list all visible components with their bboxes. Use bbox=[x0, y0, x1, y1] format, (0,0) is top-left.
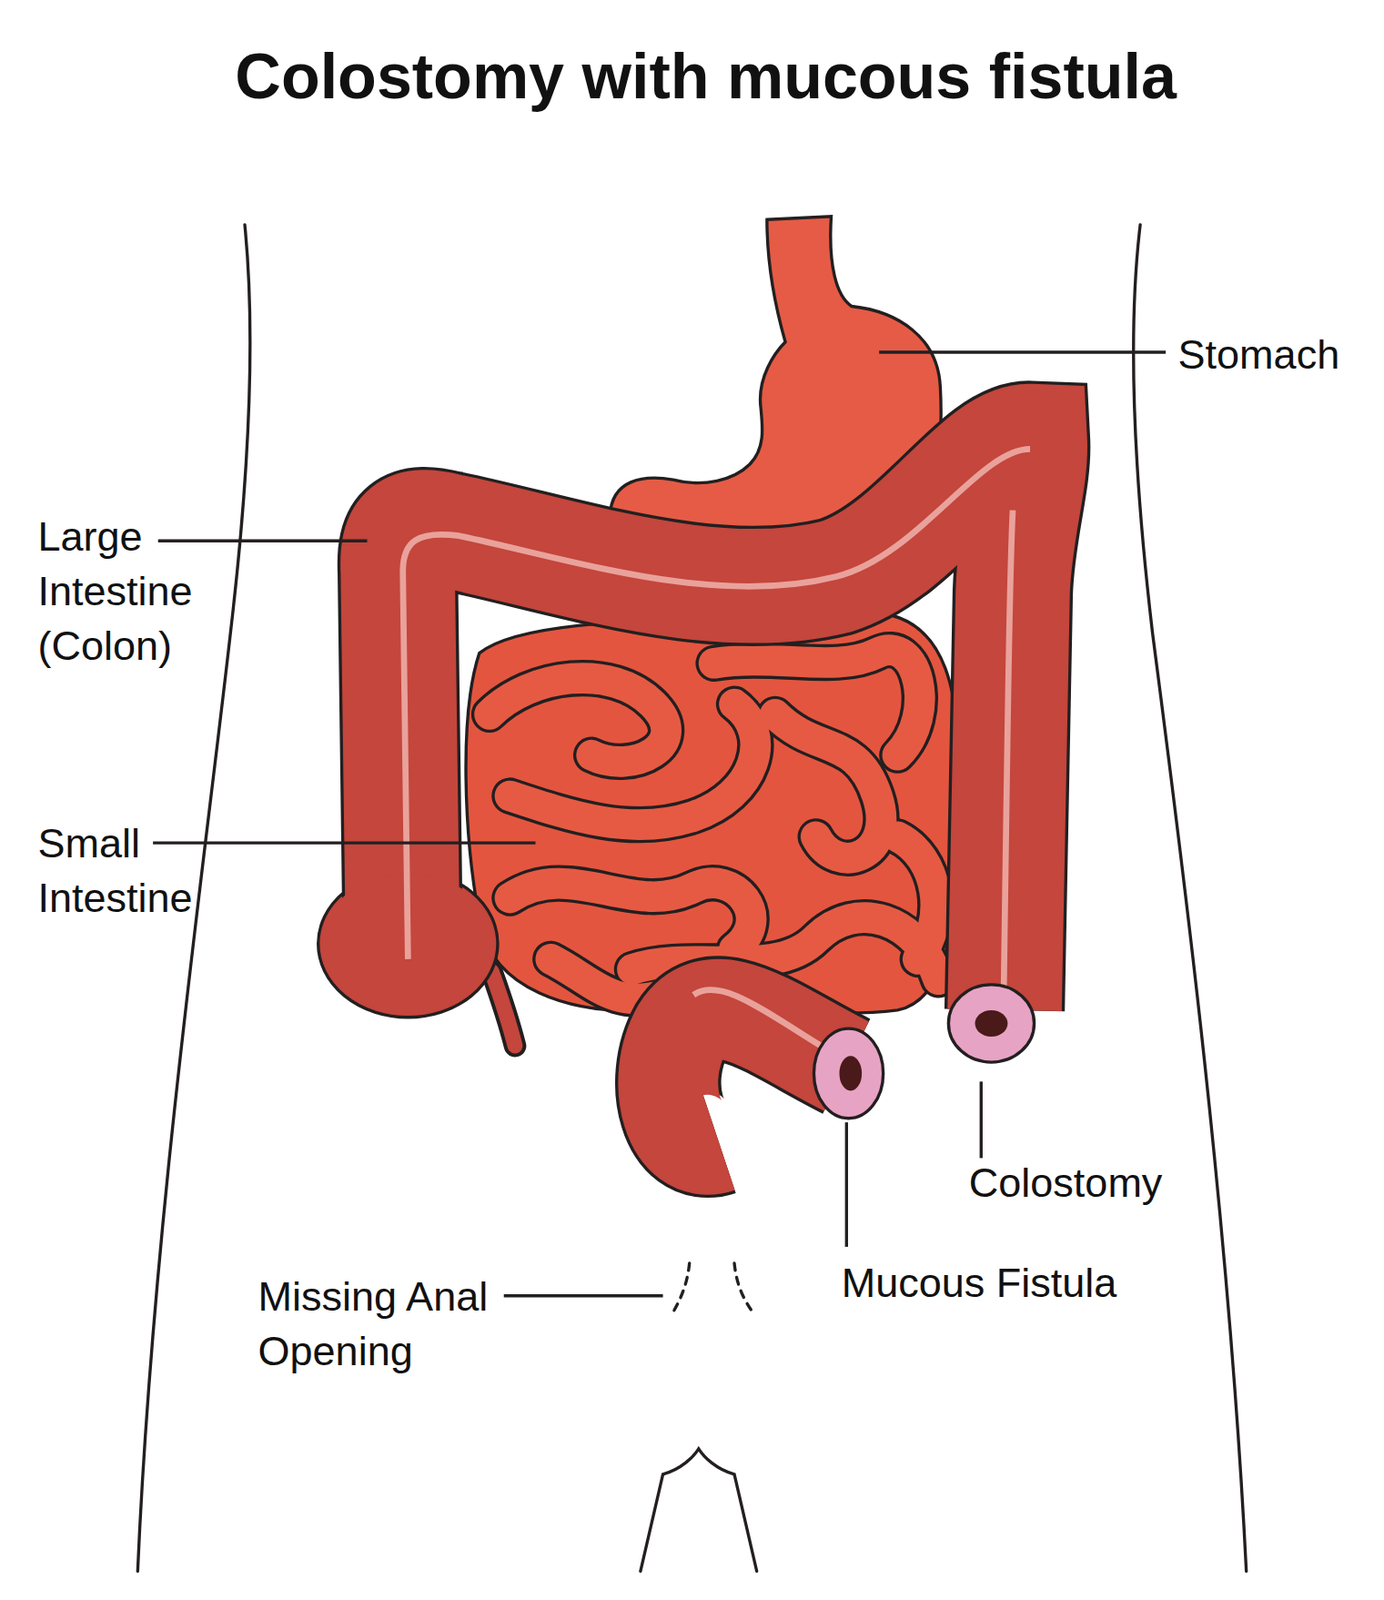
stoma-lumen bbox=[975, 1010, 1009, 1037]
small-intestine bbox=[465, 612, 960, 1013]
crotch-contour bbox=[640, 1448, 758, 1572]
title: Colostomy with mucous fistula bbox=[234, 38, 1177, 115]
body-right-contour bbox=[1133, 224, 1247, 1572]
stoma-lumen bbox=[838, 1055, 862, 1091]
part-label: Mucous Fistula bbox=[841, 1255, 1118, 1311]
colon bbox=[397, 440, 1031, 1010]
anal-opening-dashed bbox=[673, 1262, 690, 1313]
part-label: Small Intestine bbox=[37, 816, 232, 926]
part-label: Missing Anal Opening bbox=[258, 1269, 504, 1379]
body-outline bbox=[137, 224, 1246, 1572]
colostomy-stoma bbox=[948, 984, 1034, 1062]
leader-line bbox=[504, 1293, 664, 1297]
part-label: Large Intestine (Colon) bbox=[37, 509, 232, 674]
leader-line bbox=[979, 1080, 983, 1158]
leader-line bbox=[152, 840, 536, 844]
mucous-fistula-stoma bbox=[813, 1028, 883, 1119]
appendix bbox=[491, 970, 516, 1046]
leader-line bbox=[878, 350, 1166, 354]
leader-line bbox=[845, 1121, 849, 1247]
appendix-outline bbox=[491, 970, 516, 1046]
small-intestine-loops bbox=[489, 649, 939, 1000]
part-label: Colostomy bbox=[969, 1155, 1163, 1211]
leader-line bbox=[158, 539, 368, 543]
distal-colon bbox=[667, 990, 883, 1145]
part-label: Stomach bbox=[1178, 327, 1341, 383]
colon-outline bbox=[397, 440, 1031, 1010]
colon-stripe bbox=[403, 448, 1031, 1005]
leader-lines bbox=[152, 352, 1166, 1296]
anal-opening-dashed bbox=[734, 1262, 753, 1313]
